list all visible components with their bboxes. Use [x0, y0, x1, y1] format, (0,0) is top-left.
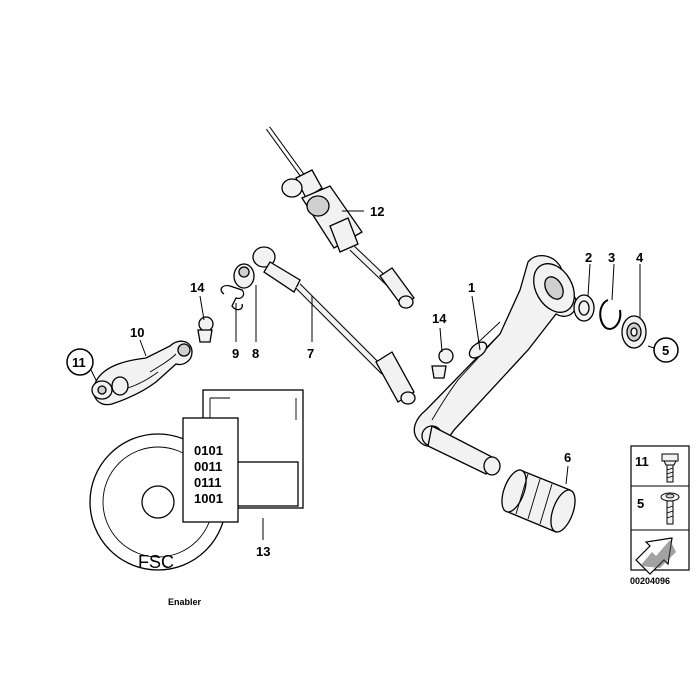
diagram-number: 00204096: [630, 576, 670, 586]
legend-item-11: 11: [635, 454, 649, 469]
callout-9: 9: [232, 346, 239, 361]
callout-14-left: 14: [190, 280, 205, 295]
part-14-ball-pin-right: [431, 348, 454, 379]
callout-8: 8: [252, 346, 259, 361]
callout-12: 12: [370, 204, 384, 219]
part-3-circlip: [599, 299, 622, 330]
binary-line-3: 0111: [194, 475, 222, 490]
callout-6: 6: [564, 450, 571, 465]
part-13-software-disk: [89, 389, 304, 571]
legend-item-5: 5: [637, 496, 644, 511]
callout-5-circle: [653, 337, 679, 363]
fastener-legend: [630, 445, 690, 571]
callout-11: 11: [72, 355, 86, 370]
part-4-bearing: [621, 315, 647, 349]
part-14-ball-pin-left: [197, 316, 214, 343]
leader-lines: [86, 210, 655, 540]
callout-4: 4: [636, 250, 644, 265]
callout-2: 2: [585, 250, 592, 265]
part-9-spring-clip: [220, 284, 245, 311]
enabler-caption: Enabler: [168, 597, 202, 607]
direction-arrow-icon: [635, 537, 676, 575]
binary-line-4: 1001: [194, 491, 223, 506]
part-10-shift-lever: [91, 340, 193, 406]
callout-5: 5: [662, 343, 669, 358]
part-2-washer: [573, 294, 595, 322]
callout-11-circle: [66, 348, 94, 376]
hex-bolt-icon: [661, 453, 679, 483]
callout-10: 10: [130, 325, 144, 340]
fsc-label: FSC: [138, 552, 174, 572]
binary-line-1: 0101: [194, 443, 223, 458]
socket-screw-icon: [660, 492, 680, 525]
callout-7: 7: [307, 346, 314, 361]
part-8-ball-socket: [233, 263, 255, 289]
callout-14-right: 14: [432, 311, 447, 326]
callout-1: 1: [468, 280, 475, 295]
part-12-shift-rod-upper: [265, 126, 415, 309]
callout-3: 3: [608, 250, 615, 265]
callout-13: 13: [256, 544, 270, 559]
part-1-foot-shift-lever: [413, 255, 577, 476]
binary-line-2: 0011: [194, 459, 222, 474]
part-6-footpeg-rubber: [501, 469, 576, 533]
